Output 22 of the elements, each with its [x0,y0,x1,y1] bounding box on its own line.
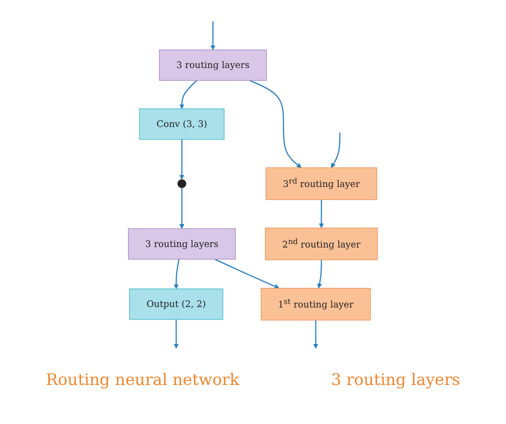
node-box: Conv (3, 3) [139,108,225,140]
caption-text: 3 routing layers [331,370,460,389]
arrow [331,132,340,168]
arrow [179,188,184,229]
arrow [214,258,280,289]
node-box: 3$^{rd}$ routing layer [266,167,378,200]
node-box: 3 routing layers [159,50,267,81]
node-box: Output (2, 2) [129,288,224,320]
arrow [317,260,322,288]
arrow [179,139,184,180]
arrow [174,319,179,349]
node-box: 1$^{st}$ routing layer [260,288,371,320]
arrow [210,22,216,50]
node-box: 2$^{nd}$ routing layer [265,228,378,260]
node-box: 3 routing layers [128,228,236,260]
arrow [249,80,302,168]
arrow [179,80,198,110]
arrow [319,200,324,228]
caption-text: Routing neural network [46,370,240,389]
arrow [174,259,180,290]
arrow [313,320,318,349]
node-dots [177,179,186,188]
